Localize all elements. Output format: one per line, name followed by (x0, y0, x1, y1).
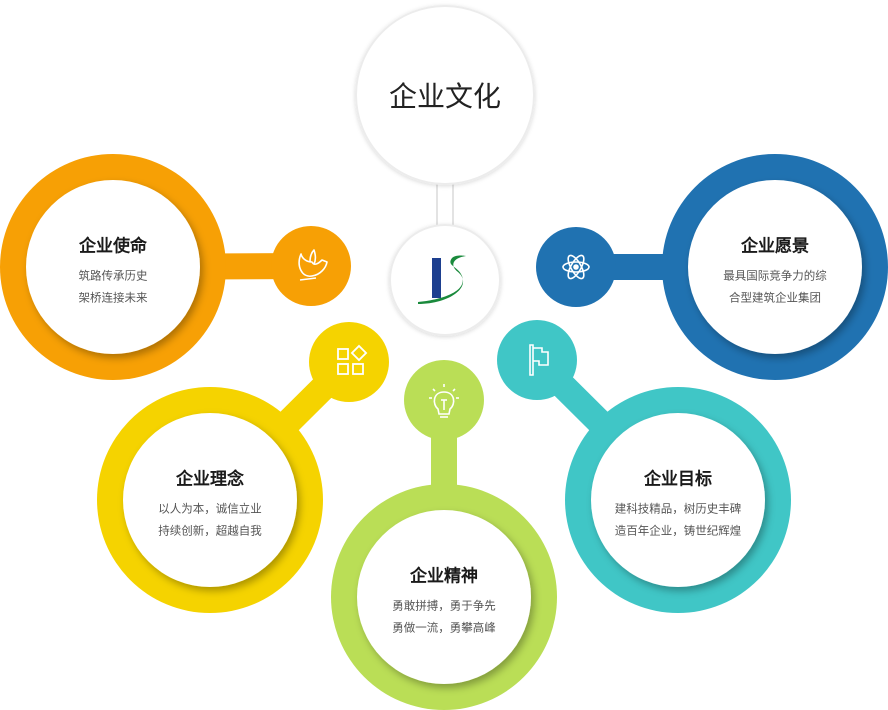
card-line: 最具国际竞争力的综 (723, 268, 827, 283)
company-logo (418, 255, 466, 304)
lightbulb-icon (429, 384, 459, 418)
goal-card: 企业目标 建科技精品，树历史丰碑 造百年企业，铸世纪辉煌 (593, 465, 763, 542)
card-title: 企业愿景 (741, 236, 809, 257)
spirit-card: 企业精神 勇敢拼搏，勇于争先 勇做一流，勇攀高峰 (359, 562, 529, 639)
page-title: 企业文化 (388, 80, 502, 113)
mission-shape (0, 154, 351, 380)
spirit-shape (331, 360, 557, 710)
atom-icon (562, 254, 590, 280)
goal-shape (497, 320, 791, 613)
logo-circle (389, 224, 501, 336)
card-line: 造百年企业，铸世纪辉煌 (614, 523, 742, 538)
card-line: 以人为本，诚信立业 (158, 501, 262, 516)
card-title: 企业理念 (176, 469, 244, 490)
card-line: 勇敢拼搏，勇于争先 (392, 598, 496, 613)
flag-icon (529, 344, 549, 376)
mission-card: 企业使命 筑路传承历史 架桥连接未来 (28, 232, 198, 309)
card-line: 合型建筑企业集团 (729, 290, 821, 305)
center-connector (436, 179, 454, 231)
card-line: 筑路传承历史 (78, 268, 148, 283)
card-title: 企业使命 (79, 236, 147, 257)
apps-icon (337, 344, 368, 375)
card-line: 勇做一流，勇攀高峰 (392, 620, 496, 635)
philosophy-card: 企业理念 以人为本，诚信立业 持续创新，超越自我 (125, 465, 295, 542)
card-line: 架桥连接未来 (78, 290, 148, 305)
card-title: 企业精神 (410, 566, 478, 587)
title-circle (355, 5, 535, 185)
card-line: 持续创新，超越自我 (158, 523, 262, 538)
card-title: 企业目标 (644, 469, 712, 490)
dove-icon (298, 249, 328, 281)
card-line: 建科技精品，树历史丰碑 (614, 501, 742, 516)
vision-card: 企业愿景 最具国际竞争力的综 合型建筑企业集团 (690, 232, 860, 309)
philosophy-shape (97, 322, 389, 613)
